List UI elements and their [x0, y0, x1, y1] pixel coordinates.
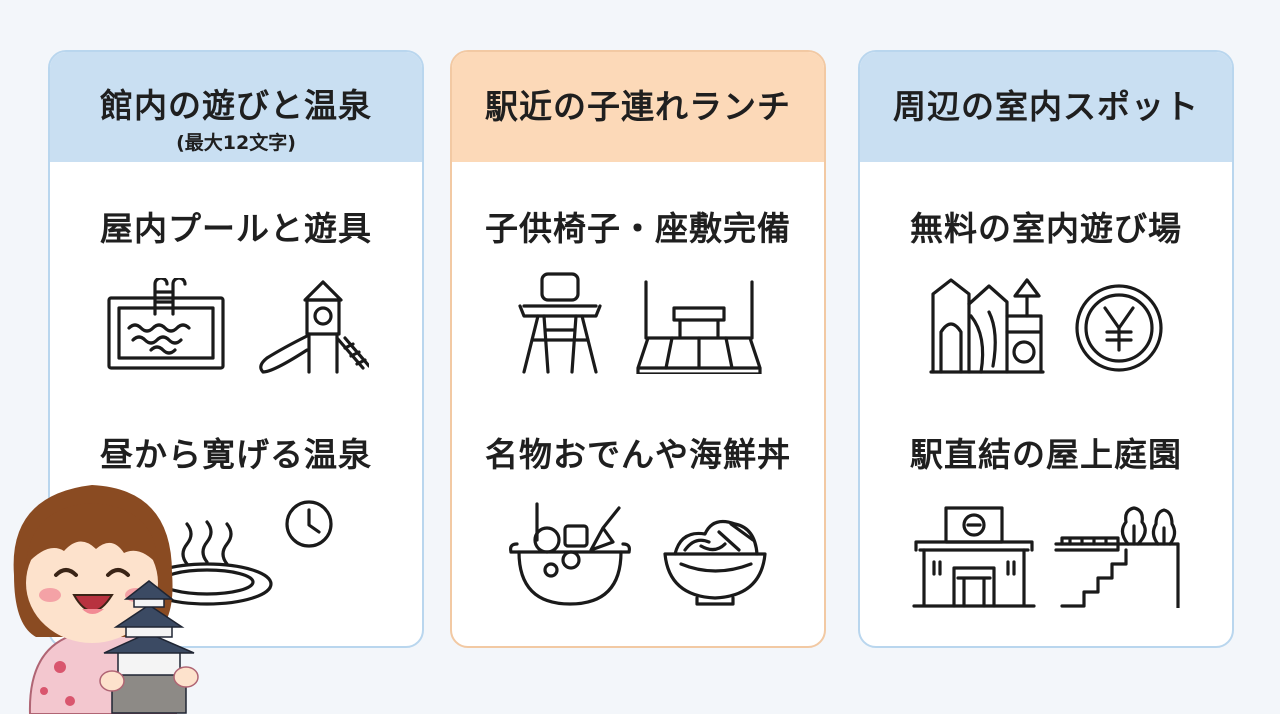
item-label: 屋内プールと遊具: [100, 209, 372, 248]
card-title: 周辺の室内スポット: [893, 87, 1199, 127]
icon-row: [50, 496, 422, 608]
card-subtitle: (最大12文字): [176, 131, 296, 154]
rooftop-garden-icon: [1054, 506, 1180, 608]
icon-row: [50, 270, 422, 374]
yen-coin-icon: [1075, 284, 1163, 372]
icon-row: [452, 270, 824, 374]
item-label: 名物おでんや海鮮丼: [485, 435, 791, 474]
card-nearby-indoor: 周辺の室内スポット 無料の室内遊び場 駅直結の屋上庭園: [858, 50, 1234, 648]
slide-tower-icon: [259, 280, 369, 374]
icon-row: [452, 496, 824, 608]
indoor-playground-icon: [929, 278, 1045, 374]
card-header: 館内の遊びと温泉 (最大12文字): [50, 52, 422, 162]
card-header: 周辺の室内スポット: [860, 52, 1232, 162]
item-label: 昼から寛げる温泉: [100, 435, 372, 474]
icon-row: [860, 496, 1232, 608]
card-header: 駅近の子連れランチ: [452, 52, 824, 162]
item-label: 子供椅子・座敷完備: [485, 209, 791, 248]
high-chair-icon: [518, 272, 602, 374]
card-title: 駅近の子連れランチ: [485, 87, 791, 127]
icon-row: [860, 270, 1232, 374]
pool-icon: [107, 278, 225, 370]
oden-pot-icon: [509, 502, 631, 606]
seafood-bowl-icon: [663, 520, 767, 606]
card-title: 館内の遊びと温泉: [100, 86, 372, 125]
mascot-girl-castle-illustration: [13, 485, 199, 714]
item-label: 駅直結の屋上庭園: [910, 435, 1182, 474]
clock-icon: [285, 500, 333, 548]
station-building-icon: [912, 506, 1036, 608]
tatami-table-icon: [636, 280, 762, 374]
item-label: 無料の室内遊び場: [910, 209, 1182, 248]
card-kids-lunch: 駅近の子連れランチ 子供椅子・座敷完備 名物おでんや海鮮丼: [450, 50, 826, 648]
